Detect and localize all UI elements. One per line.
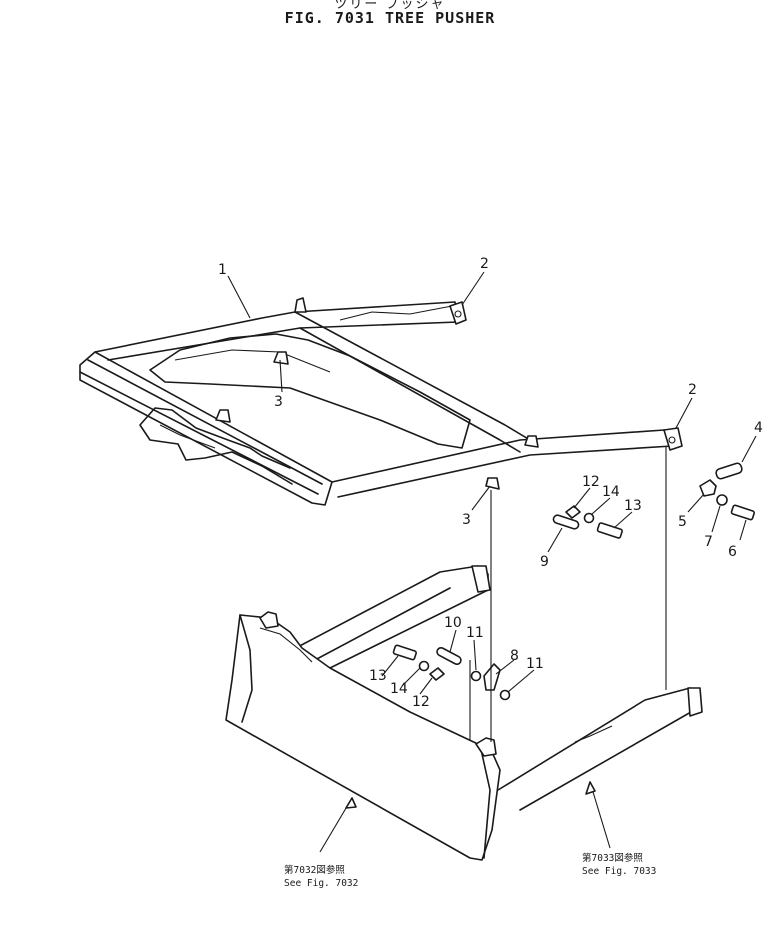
frame-inner-opening <box>149 333 471 449</box>
callout-3-lower: 3 <box>462 512 471 528</box>
reference-left-en: See Fig. 7032 <box>284 878 358 889</box>
pin-10 <box>436 646 462 666</box>
bolt-13-lower <box>392 644 417 661</box>
frame-lug-front <box>215 409 231 423</box>
washer-14-upper <box>583 512 595 524</box>
hardware-parts <box>392 462 755 701</box>
callout-11-right: 11 <box>526 656 544 672</box>
plate-5 <box>699 479 717 497</box>
bolt-13-upper <box>596 522 623 539</box>
blade-bracket-right <box>475 737 497 757</box>
callout-12-lower: 12 <box>412 694 430 710</box>
callout-1: 1 <box>218 262 227 278</box>
tree-pusher-frame <box>79 297 683 506</box>
plate-12-upper <box>565 505 581 519</box>
reference-left-jp: 第7032図参照 <box>284 864 345 876</box>
callout-8: 8 <box>510 648 519 664</box>
callout-12-upper: 12 <box>582 474 600 490</box>
callout-10: 10 <box>444 615 462 631</box>
frame-lug-bottom <box>485 477 500 490</box>
frame-lug-inner <box>273 351 289 365</box>
assembly-guide-lines <box>469 446 667 742</box>
push-arm-lower <box>497 687 699 811</box>
push-arm-upper-end <box>471 565 491 593</box>
frame-rear-end-upper <box>449 301 467 325</box>
washer-11-left <box>470 670 482 682</box>
frame-lug-left-rear <box>294 297 307 313</box>
callout-6: 6 <box>728 544 737 560</box>
callout-14-lower: 14 <box>390 681 408 697</box>
frame-rear-end-lower <box>663 427 683 451</box>
callout-14-upper: 14 <box>602 484 620 500</box>
callout-3-upper: 3 <box>274 394 283 410</box>
bolt-6 <box>730 504 755 521</box>
frame-front-skirt <box>139 407 293 485</box>
callout-2-lower: 2 <box>688 382 697 398</box>
frame-lug-center <box>524 435 539 448</box>
figure-title: FIG. 7031 TREE PUSHER <box>284 9 496 27</box>
frame-left-rail <box>94 301 459 361</box>
pin-4 <box>715 462 743 480</box>
title-japanese: ツリー プッシャ <box>334 0 446 12</box>
washer-11-right <box>499 689 511 701</box>
callout-11-left: 11 <box>466 625 484 641</box>
cross-references: 第7032図参照 See Fig. 7032 第7033図参照 See Fig.… <box>284 852 656 889</box>
blade-bracket-left <box>259 611 279 629</box>
pin-9 <box>552 514 580 530</box>
frame-right-rail <box>331 429 673 498</box>
callout-4: 4 <box>754 420 763 436</box>
blade-assembly <box>225 565 703 861</box>
callout-5: 5 <box>678 514 687 530</box>
callout-9: 9 <box>540 554 549 570</box>
washer-14-lower <box>418 660 430 672</box>
callout-labels: 1 2 2 3 3 4 5 6 7 8 9 10 11 11 12 12 13 … <box>218 256 763 710</box>
push-arm-lower-end <box>687 687 703 717</box>
washer-7 <box>716 494 728 506</box>
leader-lines <box>227 271 757 853</box>
callout-2-upper: 2 <box>480 256 489 272</box>
reference-right-en: See Fig. 7033 <box>582 866 656 877</box>
callout-7: 7 <box>704 534 713 550</box>
reference-right-jp: 第7033図参照 <box>582 852 643 864</box>
plate-8 <box>483 663 501 691</box>
plate-12-lower <box>429 667 445 681</box>
callout-13-upper: 13 <box>624 498 642 514</box>
frame-diagonal-member <box>294 311 531 453</box>
callout-13-lower: 13 <box>369 668 387 684</box>
